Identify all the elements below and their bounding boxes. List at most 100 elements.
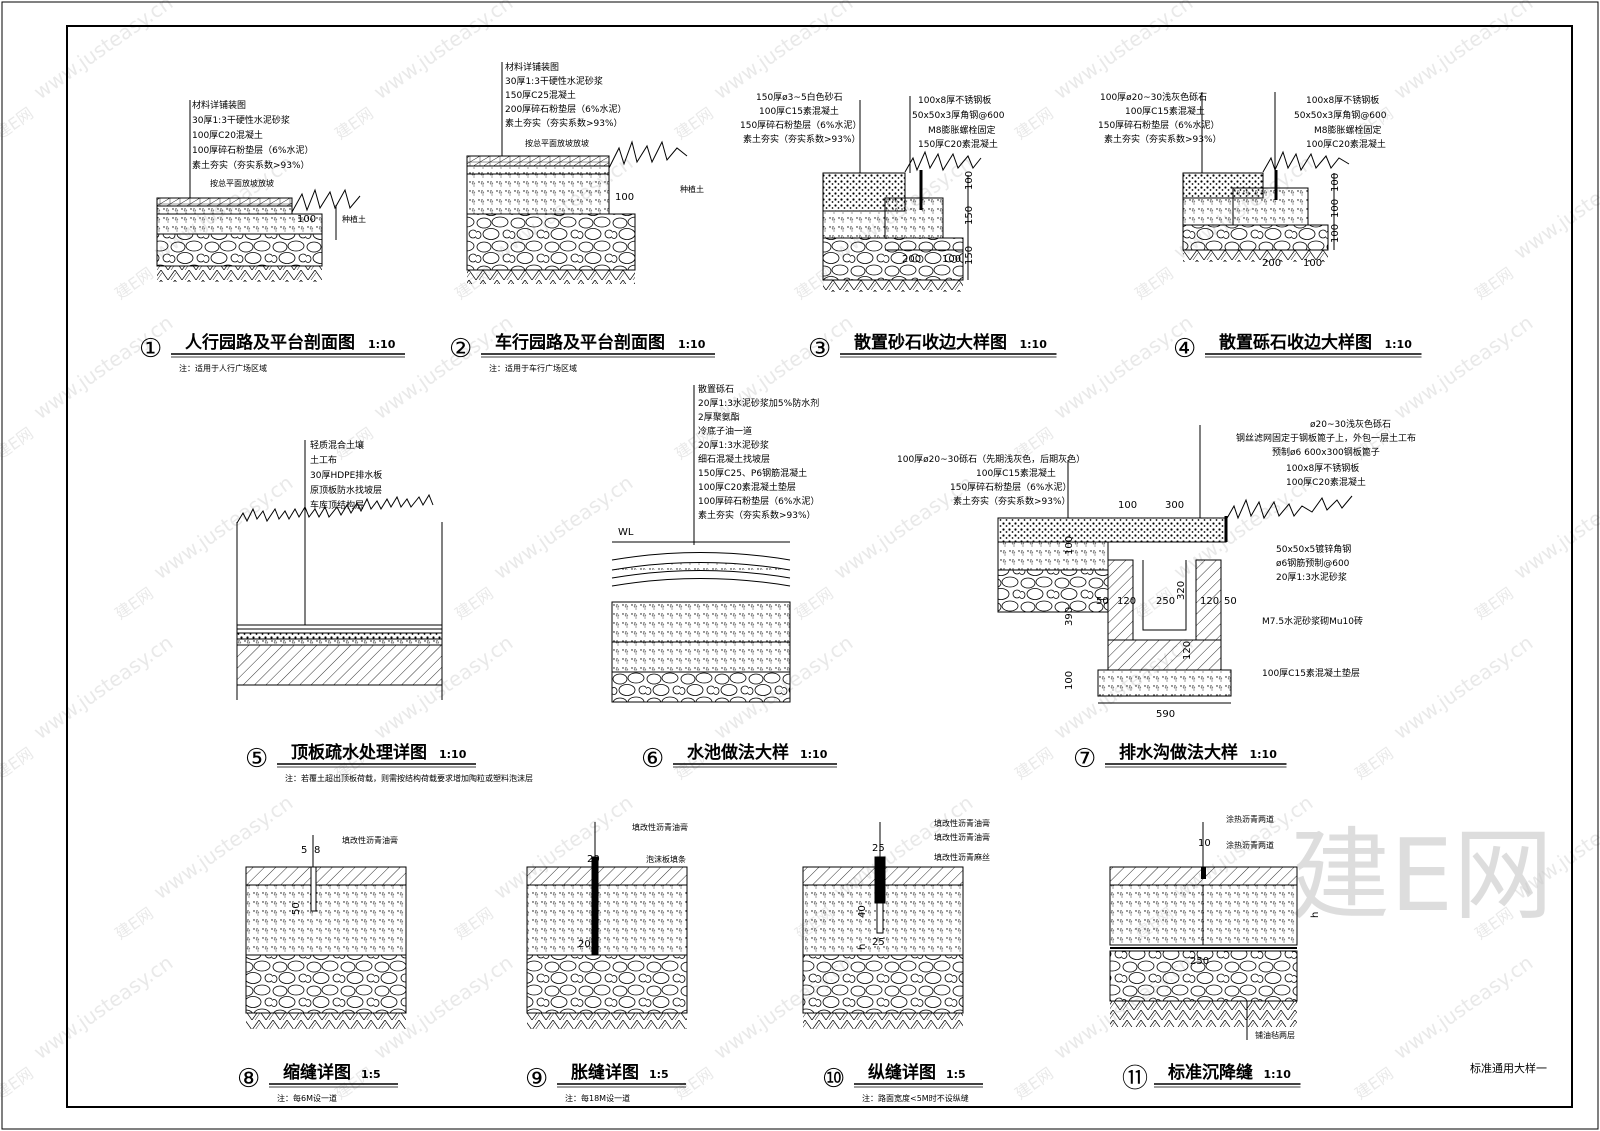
detail-6-drawing bbox=[611, 385, 791, 703]
watermark-url: www.justeasy.cn bbox=[1509, 150, 1600, 264]
svg-text:WL: WL bbox=[618, 527, 634, 538]
detail-scale: 1:5 bbox=[649, 1068, 669, 1081]
svg-text:100: 100 bbox=[1118, 500, 1137, 511]
detail-11-drawing bbox=[1109, 822, 1298, 1040]
watermark-url: www.justeasy.cn bbox=[489, 470, 637, 584]
svg-text:150厚C25混凝土: 150厚C25混凝土 bbox=[505, 89, 576, 101]
svg-text:100厚ø20~30浅灰色砾石: 100厚ø20~30浅灰色砾石 bbox=[1100, 91, 1207, 103]
sheet-title: 标准通用大样一 bbox=[1470, 1061, 1547, 1075]
svg-text:涂热沥青两道: 涂热沥青两道 bbox=[1226, 814, 1274, 824]
svg-text:按总平面放坡放坡: 按总平面放坡放坡 bbox=[210, 178, 274, 188]
svg-text:ø6钢筋预制@600: ø6钢筋预制@600 bbox=[1276, 557, 1350, 569]
watermark-url: www.justeasy.cn bbox=[29, 0, 177, 104]
detail-title-text: 纵缝详图 bbox=[868, 1062, 936, 1083]
svg-text:素土夯实（夯实系数>93%）: 素土夯实（夯实系数>93%） bbox=[698, 509, 816, 521]
detail-4-drawing bbox=[1182, 92, 1350, 262]
detail-number: ① bbox=[139, 334, 162, 364]
svg-text:按总平面放坡放坡: 按总平面放坡放坡 bbox=[525, 138, 589, 148]
detail-2-drawing bbox=[466, 62, 688, 284]
svg-text:390: 390 bbox=[1064, 607, 1075, 626]
detail-3-drawing bbox=[822, 96, 982, 292]
svg-text:30厚HDPE排水板: 30厚HDPE排水板 bbox=[310, 469, 382, 481]
svg-text:20: 20 bbox=[578, 939, 591, 950]
detail-1-text: 材料详铺装图 30厚1:3干硬性水泥砂浆 100厚C20混凝土 100厚碎石粉垫… bbox=[192, 99, 366, 225]
svg-text:100: 100 bbox=[1064, 536, 1075, 555]
detail-scale: 1:10 bbox=[439, 748, 467, 761]
svg-text:填改性沥青油膏: 填改性沥青油膏 bbox=[632, 822, 688, 832]
detail-note: 注：适用于人行广场区域 bbox=[179, 363, 267, 373]
watermark-brand: 建E网 bbox=[451, 584, 496, 624]
detail-title-text: 胀缝详图 bbox=[571, 1062, 639, 1083]
svg-text:5: 5 bbox=[301, 845, 307, 856]
svg-text:100: 100 bbox=[1064, 671, 1075, 690]
watermark-url: www.justeasy.cn bbox=[1389, 0, 1537, 104]
svg-text:150厚碎石粉垫层（6%水泥）: 150厚碎石粉垫层（6%水泥） bbox=[950, 481, 1071, 493]
detail-title-text: 散置砾石收边大样图 bbox=[1219, 332, 1372, 353]
detail-title-text: 车行园路及平台剖面图 bbox=[495, 332, 665, 353]
detail-number: ⑩ bbox=[822, 1064, 845, 1094]
svg-text:填改性沥青油膏: 填改性沥青油膏 bbox=[934, 832, 990, 842]
svg-text:150厚ø3~5白色砂石: 150厚ø3~5白色砂石 bbox=[756, 91, 843, 103]
detail-7-drawing bbox=[997, 425, 1353, 704]
watermark-brand: 建E网 bbox=[1351, 104, 1396, 144]
detail-scale: 1:10 bbox=[1250, 748, 1278, 761]
detail-title-text: 缩缝详图 bbox=[283, 1062, 351, 1083]
svg-text:100厚ø20~30砾石（先期浅灰色，后期灰色）: 100厚ø20~30砾石（先期浅灰色，后期灰色） bbox=[897, 453, 1085, 465]
watermark-brand: 建E网 bbox=[671, 104, 716, 144]
svg-text:100: 100 bbox=[942, 254, 961, 265]
detail-9-text: 填改性沥青油膏 泡沫板填条 20 20 bbox=[578, 822, 688, 950]
svg-text:10: 10 bbox=[1198, 838, 1211, 849]
detail-note: 注：路面宽度<5M时不设纵缝 bbox=[862, 1093, 969, 1103]
watermark-url: www.justeasy.cn bbox=[1389, 310, 1537, 424]
svg-text:2厚聚氨酯: 2厚聚氨酯 bbox=[698, 411, 740, 423]
svg-text:25: 25 bbox=[872, 937, 885, 948]
svg-text:100厚C20素混凝土垫层: 100厚C20素混凝土垫层 bbox=[698, 481, 796, 493]
svg-text:ø20~30浅灰色砾石: ø20~30浅灰色砾石 bbox=[1310, 418, 1391, 430]
svg-text:预制ø6 600x300钢板篦子: 预制ø6 600x300钢板篦子 bbox=[1272, 446, 1380, 458]
svg-text:150厚碎石粉垫层（6%水泥）: 150厚碎石粉垫层（6%水泥） bbox=[1098, 119, 1219, 131]
svg-text:100: 100 bbox=[1330, 199, 1341, 218]
svg-text:120: 120 bbox=[1200, 596, 1219, 607]
detail-scale: 1:10 bbox=[1385, 338, 1413, 351]
svg-text:100厚C20素混凝土: 100厚C20素混凝土 bbox=[1306, 138, 1386, 150]
svg-text:种植土: 种植土 bbox=[680, 184, 704, 194]
svg-text:50: 50 bbox=[1224, 596, 1237, 607]
watermark-url: www.justeasy.cn bbox=[29, 630, 177, 744]
svg-text:土工布: 土工布 bbox=[310, 454, 337, 466]
detail-note: 注：每6M设一道 bbox=[277, 1093, 337, 1103]
svg-text:30厚1:3干硬性水泥砂浆: 30厚1:3干硬性水泥砂浆 bbox=[192, 114, 290, 126]
svg-text:100: 100 bbox=[1330, 224, 1341, 243]
svg-text:100x8厚不锈钢板: 100x8厚不锈钢板 bbox=[918, 94, 991, 106]
watermark-brand: 建E网 bbox=[791, 584, 836, 624]
detail-scale: 1:10 bbox=[678, 338, 706, 351]
svg-text:120: 120 bbox=[1117, 596, 1136, 607]
detail-scale: 1:10 bbox=[800, 748, 828, 761]
detail-title-text: 散置砂石收边大样图 bbox=[854, 332, 1007, 353]
svg-text:20厚1:3水泥砂浆加5%防水剂: 20厚1:3水泥砂浆加5%防水剂 bbox=[698, 397, 819, 409]
svg-text:50: 50 bbox=[1096, 596, 1109, 607]
svg-text:100: 100 bbox=[1303, 258, 1322, 269]
watermark-brand: 建E网 bbox=[1011, 1064, 1056, 1104]
detail-number: ⑦ bbox=[1073, 744, 1096, 774]
detail-scale: 1:5 bbox=[946, 1068, 966, 1081]
svg-text:100x8厚不锈钢板: 100x8厚不锈钢板 bbox=[1286, 462, 1359, 474]
detail-2-text: 材料详铺装图 30厚1:3干硬性水泥砂浆 150厚C25混凝土 200厚碎石粉垫… bbox=[505, 61, 704, 203]
detail-1-drawing bbox=[156, 100, 361, 282]
svg-text:320: 320 bbox=[1176, 581, 1187, 600]
svg-text:涂热沥青两道: 涂热沥青两道 bbox=[1226, 840, 1274, 850]
svg-text:填改性沥青油膏: 填改性沥青油膏 bbox=[342, 835, 398, 845]
svg-text:100厚C20混凝土: 100厚C20混凝土 bbox=[192, 129, 263, 141]
detail-scale: 1:10 bbox=[1264, 1068, 1292, 1081]
svg-text:填改性沥青麻丝: 填改性沥青麻丝 bbox=[934, 852, 990, 862]
watermark-brand: 建E网 bbox=[1351, 744, 1396, 784]
svg-text:100: 100 bbox=[297, 214, 316, 225]
sheet-border-inner bbox=[66, 25, 1573, 1108]
watermark-brand: 建E网 bbox=[0, 744, 37, 784]
svg-text:20厚1:3水泥砂浆: 20厚1:3水泥砂浆 bbox=[1276, 571, 1347, 583]
